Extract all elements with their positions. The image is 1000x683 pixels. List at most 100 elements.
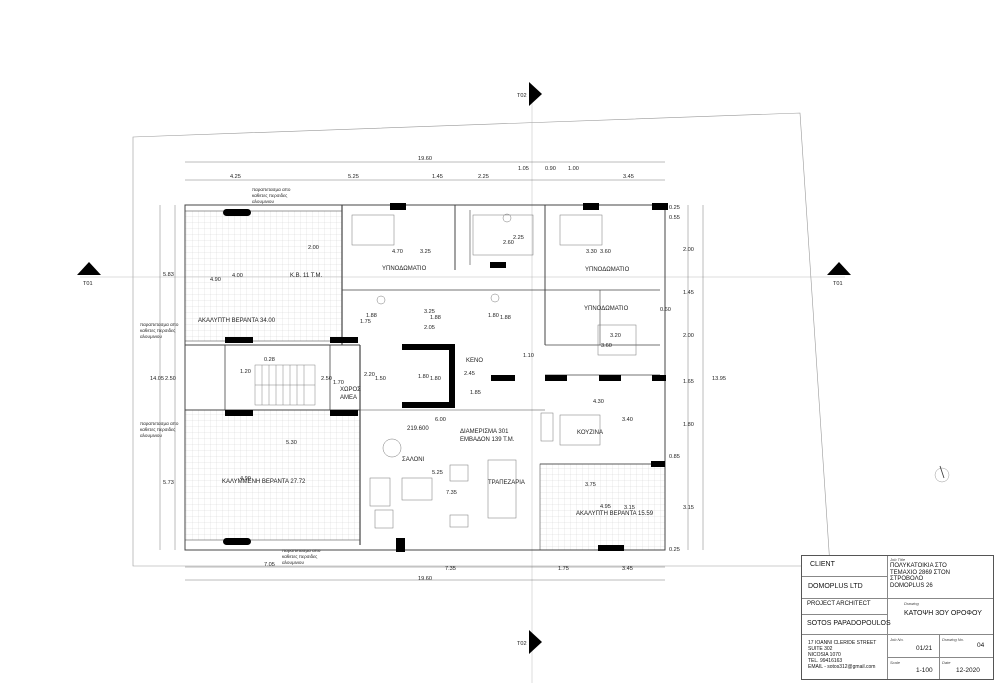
address-line: NICOSIA 1070: [808, 652, 841, 658]
dim-top: 5.25: [348, 174, 359, 180]
job-no-label: Job No.: [890, 637, 904, 642]
title-block: CLIENT DOMOPLUS LTD PROJECT ARCHITECT SO…: [801, 555, 994, 680]
columns: [223, 203, 668, 552]
dim-inner: 2.20: [364, 372, 375, 378]
dim-right: 2.00: [683, 247, 694, 253]
room-label-open-veranda: ΑΚΑΛΥΠΤΗ ΒΕΡΑΝΤΑ 15.59: [576, 511, 654, 517]
dim-inner: 2.05: [424, 325, 435, 331]
section-marker-right: T01: [827, 262, 851, 287]
dim-left-total: 14.05: [150, 376, 164, 382]
dim-inner: 1.88: [366, 313, 377, 319]
svg-text:καθετες περσιδες: καθετες περσιδες: [140, 427, 176, 432]
svg-text:αλουμινιου: αλουμινιου: [140, 433, 162, 438]
drawing-label: Drawing: [904, 601, 919, 606]
dim-bottom-total: 19.60: [418, 576, 432, 582]
dim-inner: 4.00: [232, 273, 243, 279]
job-title-line: ΠΟΛΥΚΑΤΟΙΚΙΑ ΣΤΟ: [890, 563, 947, 569]
dim-right: 1.80: [683, 422, 694, 428]
dim-inner: 3.40: [622, 417, 633, 423]
dim-right: 0.25: [669, 547, 680, 553]
drawing-no: 04: [977, 642, 985, 649]
dim-inner: 1.80: [488, 313, 499, 319]
dim-inner: 2.50: [321, 376, 332, 382]
section-mark-label: T01: [83, 281, 93, 287]
address-line: SUITE 302: [808, 646, 833, 652]
dim-inner: 4.95: [600, 504, 611, 510]
drawing-no-label: Drawing No.: [942, 637, 965, 642]
dim-inner: 3.75: [585, 482, 596, 488]
floor-level: 219.600: [407, 426, 429, 432]
dim-inner: 1.80: [418, 374, 429, 380]
job-title-label: Job Title: [890, 557, 906, 562]
date: 12-2020: [956, 667, 980, 674]
job-no: 01/21: [916, 645, 933, 652]
dim-inner: 3.30: [586, 249, 597, 255]
dim-bottom: 7.35: [445, 566, 456, 572]
job-title-line: DOMOPLUS 26: [890, 582, 933, 589]
room-label-amea: ΧΩΡΟΣ: [340, 387, 361, 393]
svg-text:αλουμινιου: αλουμινιου: [252, 199, 274, 204]
note-bottom: παραπετασμα απο καθετες περσιδες αλουμιν…: [282, 548, 321, 565]
svg-text:παραπετασμα απο: παραπετασμα απο: [252, 187, 291, 192]
address-line: TEL. 99416163: [808, 658, 843, 664]
svg-text:παραπετασμα απο: παραπετασμα απο: [140, 322, 179, 327]
dim-inner: 0.28: [264, 357, 275, 363]
dim-top: 1.45: [432, 174, 443, 180]
drawing-title: ΚΑΤΟΨΗ 3ΟΥ ΟΡΟΦΟΥ: [904, 610, 982, 617]
job-title: ΠΟΛΥΚΑΤΟΙΚΙΑ ΣΤΟ ΤΕΜΑΧΙΟ 2869 ΣΤΟΝ ΣΤΡΟΒ…: [890, 563, 950, 589]
divider: [802, 614, 887, 615]
north-arrow-icon: [934, 465, 950, 483]
dim-inner: 4.30: [593, 399, 604, 405]
dim-inner: 3.60: [601, 343, 612, 349]
apartment-name: ΔΙΑΜΕΡΙΣΜΑ 301: [460, 429, 509, 435]
room-label-bedroom: ΥΠΝΟΔΩΜΑΤΙΟ: [382, 266, 427, 272]
dim-right: 1.65: [683, 379, 694, 385]
dim-bottom: 7.05: [264, 562, 275, 568]
room-label-void: ΚΕΝΟ: [466, 358, 483, 364]
dim-inner: 6.00: [435, 417, 446, 423]
divider: [802, 576, 887, 577]
room-label-bedroom: ΥΠΝΟΔΩΜΑΤΙΟ: [585, 267, 630, 273]
room-label-dining: ΤΡΑΠΕΖΑΡΙΑ: [488, 480, 525, 486]
apartment-area: ΕΜΒΑΔΟΝ 139 Τ.Μ.: [460, 437, 515, 443]
svg-text:καθετες περσιδες: καθετες περσιδες: [140, 328, 176, 333]
dim-right: 0.25: [669, 205, 680, 211]
section-mark-label: T01: [833, 281, 843, 287]
dim-inner: 1.70: [333, 380, 344, 386]
dim-inner: 1.10: [523, 353, 534, 359]
dim-top: 2.25: [478, 174, 489, 180]
scale-label: Scale: [890, 660, 901, 665]
dim-top-total: 19.60: [418, 156, 432, 162]
dim-inner: 4.70: [392, 249, 403, 255]
dim-inner: 3.25: [424, 309, 435, 315]
divider: [887, 556, 888, 679]
svg-text:αλουμινιου: αλουμινιου: [282, 560, 304, 565]
dim-left: 5.73: [163, 480, 174, 486]
divider: [939, 634, 940, 679]
dim-inner: 2.00: [308, 245, 319, 251]
dim-inner: 4.90: [240, 476, 251, 482]
dim-inner: 1.75: [360, 319, 371, 325]
dim-inner: 7.35: [446, 490, 457, 496]
section-marker-left: T01: [77, 262, 101, 287]
dim-right: 1.45: [683, 290, 694, 296]
svg-text:καθετες περσιδες: καθετες περσιδες: [252, 193, 288, 198]
section-marker-top: T02: [517, 82, 542, 106]
dim-inner: 4.90: [210, 277, 221, 283]
scale: 1-100: [916, 667, 933, 674]
dim-left: 2.50: [165, 376, 176, 382]
dim-inner: 1.88: [430, 315, 441, 321]
room-label-common: Κ.Β. 11 Τ.Μ.: [290, 273, 322, 279]
address-line: EMAIL - sotos312@gmail.com: [808, 664, 876, 670]
job-title-line: ΣΤΡΟΒΟΛΟ: [890, 576, 924, 582]
room-label-amea: ΑΜΕΑ: [340, 395, 357, 401]
section-mark-label: T02: [517, 93, 527, 99]
dim-inner: 3.20: [610, 333, 621, 339]
veranda-covered: [184, 409, 361, 541]
date-label: Date: [942, 660, 951, 665]
furniture: [351, 213, 637, 529]
architect-name: SOTOS PAPADOPOULOS: [807, 620, 891, 627]
dim-top: 4.25: [230, 174, 241, 180]
section-mark-label: T02: [517, 641, 527, 647]
